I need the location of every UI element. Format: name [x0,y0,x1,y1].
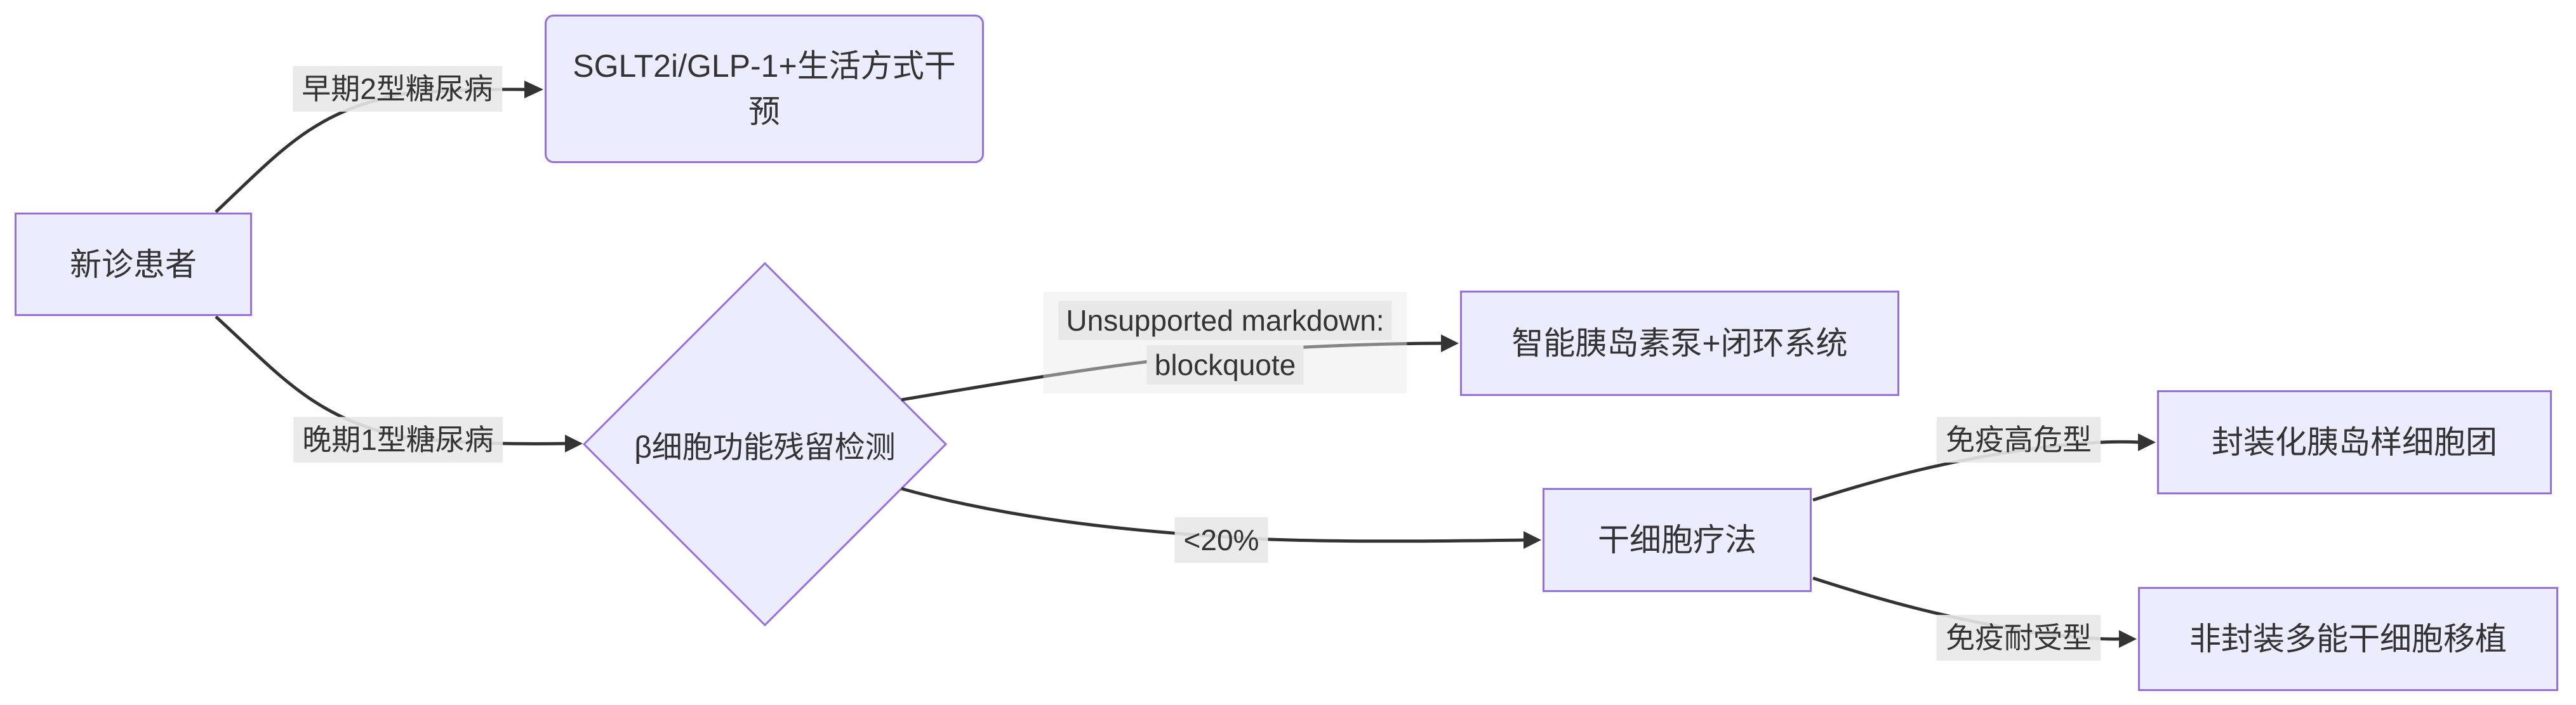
arrowhead-to-encapsulated [2138,433,2156,451]
node-insulin-pump-closed-loop-label: 智能胰岛素泵+闭环系统 [1511,326,1848,361]
decision-beta-cell-check-label: β细胞功能残留检测 [634,431,896,465]
arrowhead-to-early-treatment [524,81,543,98]
edge-label-unsupported-markdown-line1: Unsupported markdown: [1058,301,1392,340]
edge-label-late-t1d: 晚期1型糖尿病 [293,417,503,463]
node-encapsulated-islet-clusters: 封装化胰岛样细胞团 [2157,390,2552,494]
edge-label-unsupported-markdown-line2: blockquote [1146,345,1304,385]
arrowhead-to-pump [1441,334,1459,352]
node-stem-cell-therapy: 干细胞疗法 [1543,488,1812,592]
edge-label-immune-high-risk: 免疫高危型 [1937,417,2101,463]
node-insulin-pump-closed-loop: 智能胰岛素泵+闭环系统 [1460,291,1899,396]
arrowhead-to-beta-check [565,435,583,452]
node-stem-cell-therapy-label: 干细胞疗法 [1598,522,1756,558]
node-early-t2d-treatment-label: SGLT2i/GLP-1+生活方式干预 [573,48,956,129]
node-new-patient-label: 新诊患者 [70,246,197,282]
decision-diamond-shape [582,261,948,627]
node-new-patient: 新诊患者 [15,213,252,316]
arrowhead-to-stem-cell [1524,531,1541,549]
arrowhead-to-non-encapsulated [2119,630,2137,648]
node-non-encapsulated-stem-cell-transplant-label: 非封装多能干细胞移植 [2189,621,2507,657]
edge-label-unsupported-markdown: Unsupported markdown: blockquote [1043,292,1407,393]
node-early-t2d-treatment: SGLT2i/GLP-1+生活方式干预 [545,15,984,163]
node-encapsulated-islet-clusters-label: 封装化胰岛样细胞团 [2212,425,2497,460]
node-non-encapsulated-stem-cell-transplant: 非封装多能干细胞移植 [2138,587,2558,691]
edge-label-immune-tolerant: 免疫耐受型 [1937,615,2101,661]
edge-label-early-t2d: 早期2型糖尿病 [293,66,502,112]
edge-label-under-20-percent: <20% [1174,517,1268,563]
